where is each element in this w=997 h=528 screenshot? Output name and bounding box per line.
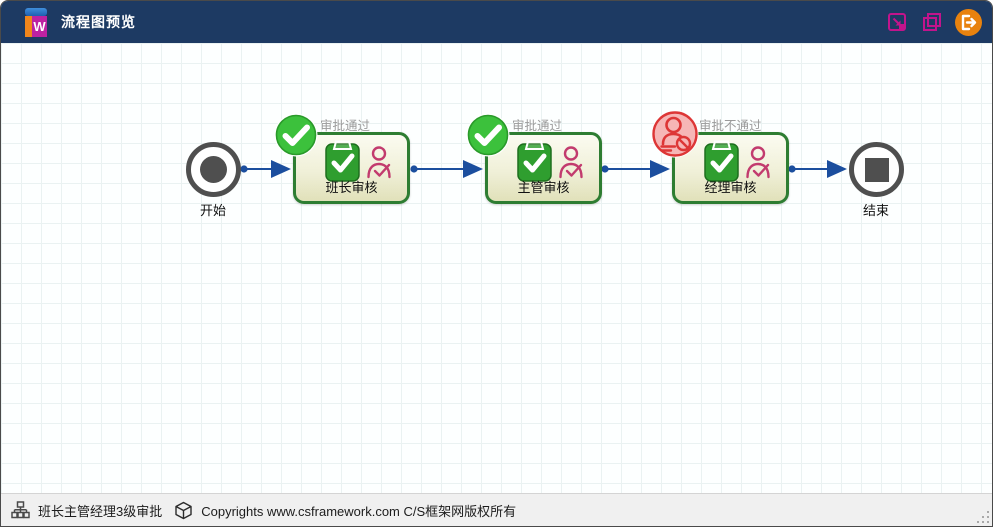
end-node-glyph (864, 157, 889, 182)
end-node[interactable] (849, 142, 904, 197)
task-node-label: 主管审核 (517, 180, 570, 195)
end-node-label: 结束 (862, 203, 889, 218)
node-status-label: 审批通过 (320, 119, 371, 133)
resize-grip[interactable] (976, 510, 989, 523)
rejected-person-badge-icon (651, 110, 699, 158)
logo-letter: W (32, 15, 47, 37)
org-chart-icon (11, 501, 30, 519)
approval-clipboard-icon (704, 140, 739, 182)
start-node-glyph (200, 156, 227, 183)
connector-arrows (240, 160, 847, 178)
diagram-canvas[interactable]: 开始 班长审核 审批通过 (1, 43, 992, 493)
task-node-label: 班长审核 (325, 180, 378, 195)
approver-person-icon (746, 145, 770, 178)
app-logo-icon: W (25, 7, 47, 37)
start-node-label: 开始 (199, 203, 226, 218)
task-node-jingli[interactable]: 经理审核 审批不通过 (651, 110, 789, 204)
workflow-name: 班长主管经理3级审批 (38, 503, 163, 519)
start-node[interactable] (186, 142, 241, 197)
task-node-label: 经理审核 (704, 180, 757, 195)
exit-icon (961, 14, 977, 30)
maximize-button[interactable] (920, 10, 944, 34)
restore-down-icon (888, 13, 906, 31)
node-status-label: 审批通过 (512, 119, 563, 133)
task-node-banzhang[interactable]: 班长审核 审批通过 (274, 113, 410, 204)
approver-person-icon (367, 145, 391, 178)
package-cube-icon (175, 501, 192, 519)
task-node-zhuguan[interactable]: 主管审核 审批通过 (466, 113, 602, 204)
node-status-label: 审批不通过 (699, 119, 762, 133)
restore-down-button[interactable] (885, 10, 909, 34)
approval-clipboard-icon (325, 140, 360, 182)
close-button[interactable] (955, 8, 982, 36)
statusbar: 班长主管经理3级审批 Copyrights www.csframework.co… (1, 493, 992, 526)
approver-person-icon (559, 145, 583, 178)
overlapping-windows-icon (923, 13, 941, 31)
approval-clipboard-icon (517, 140, 552, 182)
window-title: 流程图预览 (61, 14, 136, 30)
approved-check-badge-icon (466, 113, 510, 157)
approved-check-badge-icon (274, 113, 318, 157)
titlebar[interactable]: W 流程图预览 (1, 1, 992, 43)
copyright-text: Copyrights www.csframework.com C/S框架网版权所… (201, 503, 517, 519)
